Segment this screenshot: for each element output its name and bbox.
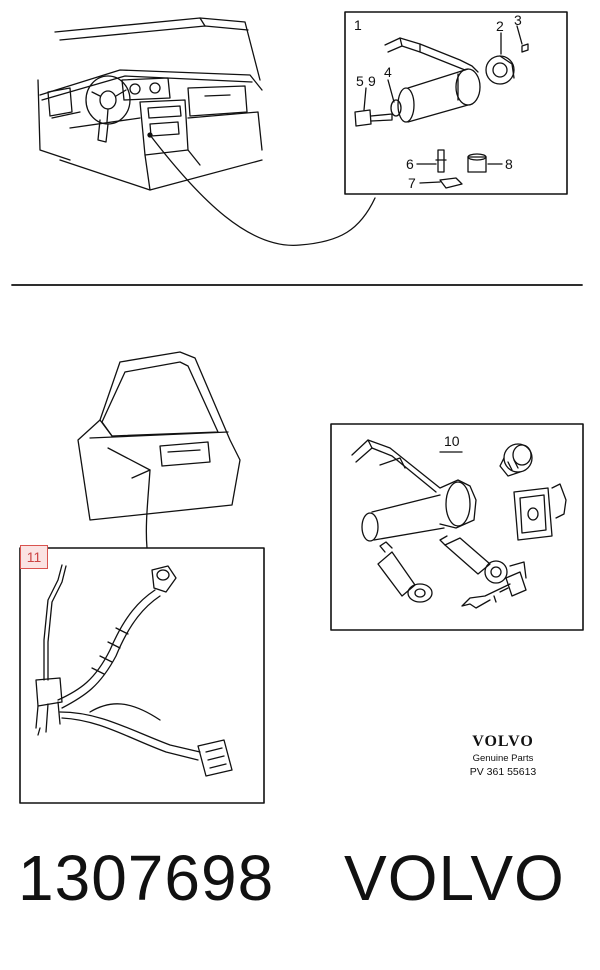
parts-diagram: 1 2 3 4 5 9 6 8 7 10	[11, 11, 584, 804]
connector-cable-door	[145, 469, 151, 549]
ignition-lock-assembly	[354, 25, 529, 189]
connector-cable-top	[149, 134, 376, 246]
brand-logo: VOLVO Genuine Parts PV 361 55613	[448, 733, 558, 778]
logo-code: PV 361 55613	[469, 766, 537, 778]
label-part-4: 4	[384, 64, 392, 80]
door-illustration	[77, 351, 241, 521]
label-part-3: 3	[514, 12, 522, 28]
label-part-10: 10	[444, 433, 460, 449]
detail-box-lock-set	[330, 423, 584, 631]
wiring-harness	[35, 564, 233, 777]
logo-brand-text: VOLVO	[472, 733, 534, 750]
brand-name: VOLVO	[344, 842, 565, 914]
label-part-9: 9	[368, 73, 376, 89]
part-number: 1307698	[18, 842, 275, 914]
detail-box-ignition	[344, 11, 568, 195]
label-part-8: 8	[505, 156, 513, 172]
dashboard-illustration	[37, 17, 263, 191]
label-part-5: 5	[356, 73, 364, 89]
logo-subtitle: Genuine Parts	[472, 753, 534, 764]
detail-box-wiring-harness	[19, 547, 265, 804]
callout-part-11: 11	[20, 545, 48, 569]
lock-set-assembly	[351, 439, 567, 609]
part-labels: 1 2 3 4 5 9 6 8 7 10	[354, 12, 522, 449]
label-part-1: 1	[354, 17, 362, 33]
label-part-2: 2	[496, 18, 504, 34]
label-part-6: 6	[406, 156, 414, 172]
label-part-7: 7	[408, 175, 416, 191]
